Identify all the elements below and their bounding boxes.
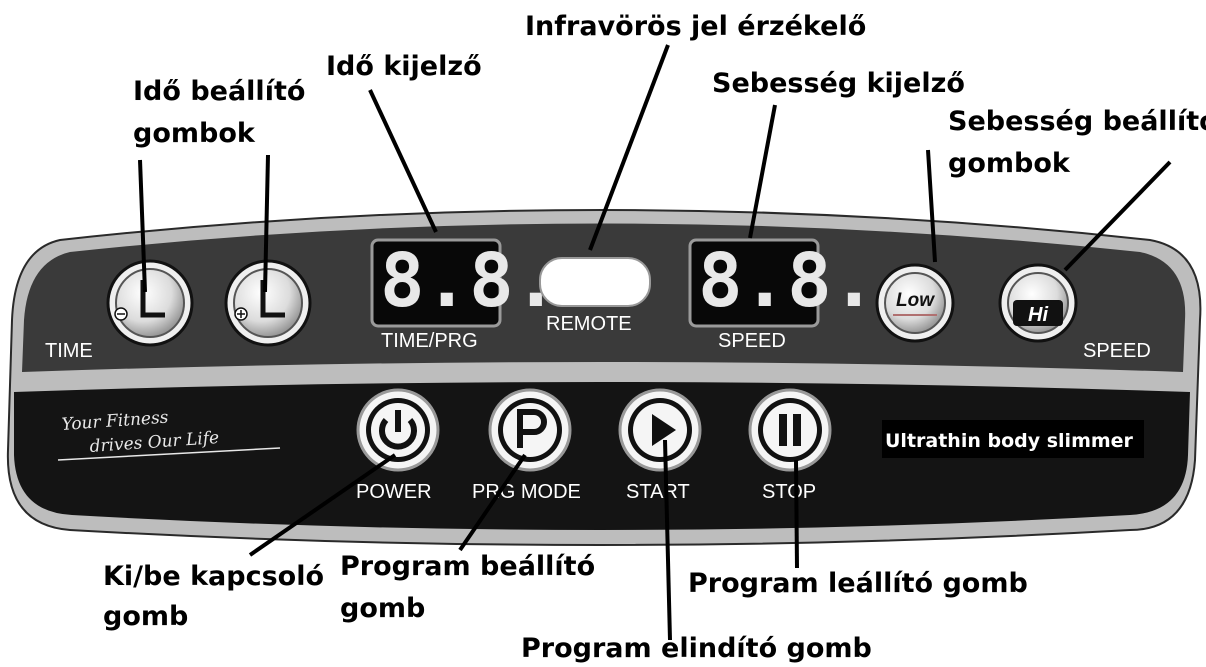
hi-button-label: Hi (1028, 304, 1048, 326)
callout-power-line1: Ki/be kapcsoló (103, 561, 324, 592)
infrared-sensor-window (539, 257, 651, 307)
speed-display-label: SPEED (718, 330, 786, 352)
leader-speed-high (1063, 160, 1172, 272)
start-button[interactable] (618, 388, 702, 472)
power-icon (379, 418, 417, 450)
leader-time-increase (263, 154, 270, 293)
leader-lines (138, 44, 1172, 641)
speed-low-button[interactable]: Low (875, 263, 955, 343)
callout-program-set-line1: Program beállító (340, 551, 595, 582)
callout-infrared: Infravörös jel érzékelő (525, 11, 866, 42)
brand-plate (882, 420, 1144, 458)
stop-button[interactable] (748, 388, 832, 472)
callout-program-start: Program elindító gomb (521, 633, 872, 664)
remote-label: REMOTE (546, 313, 632, 335)
power-label: POWER (356, 481, 432, 503)
prg-mode-label: PRG MODE (472, 481, 581, 503)
leader-speed-display (748, 104, 777, 239)
time-decrease-button[interactable] (106, 259, 194, 347)
leader-time-decrease (138, 159, 147, 293)
leader-power (248, 453, 397, 557)
time-display: 8.8. (370, 238, 558, 328)
power-button[interactable] (356, 388, 440, 472)
callout-program-stop: Program leállító gomb (688, 568, 1028, 599)
brand-text: Ultrathin body slimmer (885, 430, 1134, 452)
speed-display: 8.8. (688, 238, 876, 328)
low-button-label: Low (896, 290, 935, 311)
speed-label: SPEED (1083, 340, 1151, 362)
callout-time-buttons-line1: Idő beállító (133, 76, 305, 107)
time-increase-button[interactable] (224, 259, 312, 347)
leader-prg-mode (458, 453, 527, 552)
play-icon (652, 414, 676, 446)
callout-time-display: Idő kijelző (326, 51, 482, 82)
time-display-value: 8.8. (380, 238, 558, 324)
leader-start (663, 439, 672, 641)
panel-lower (14, 382, 1190, 530)
time-prg-label: TIME/PRG (381, 330, 478, 352)
pause-icon (779, 414, 787, 446)
speed-display-value: 8.8. (698, 238, 876, 324)
leader-time-display (368, 89, 438, 233)
stop-label: STOP (762, 481, 816, 503)
leader-speed-low (926, 149, 937, 263)
callout-speed-display: Sebesség kijelző (712, 68, 965, 99)
leader-infrared (588, 44, 670, 251)
callout-power-line2: gomb (103, 601, 188, 632)
callout-program-set-line2: gomb (340, 593, 425, 624)
start-label: START (626, 481, 690, 503)
clock-icon (260, 280, 285, 318)
time-label: TIME (45, 340, 93, 362)
callout-labels: Infravörös jel érzékelő Idő kijelző Idő … (103, 11, 1206, 664)
callout-time-buttons-line2: gombok (133, 118, 256, 149)
prg-mode-button[interactable] (488, 388, 572, 472)
speed-high-button[interactable]: Hi (998, 263, 1078, 343)
program-p-icon (517, 409, 547, 448)
callout-speed-buttons-line1: Sebesség beállító (948, 106, 1206, 137)
callout-speed-buttons-line2: gombok (948, 148, 1071, 179)
leader-stop (794, 459, 799, 569)
